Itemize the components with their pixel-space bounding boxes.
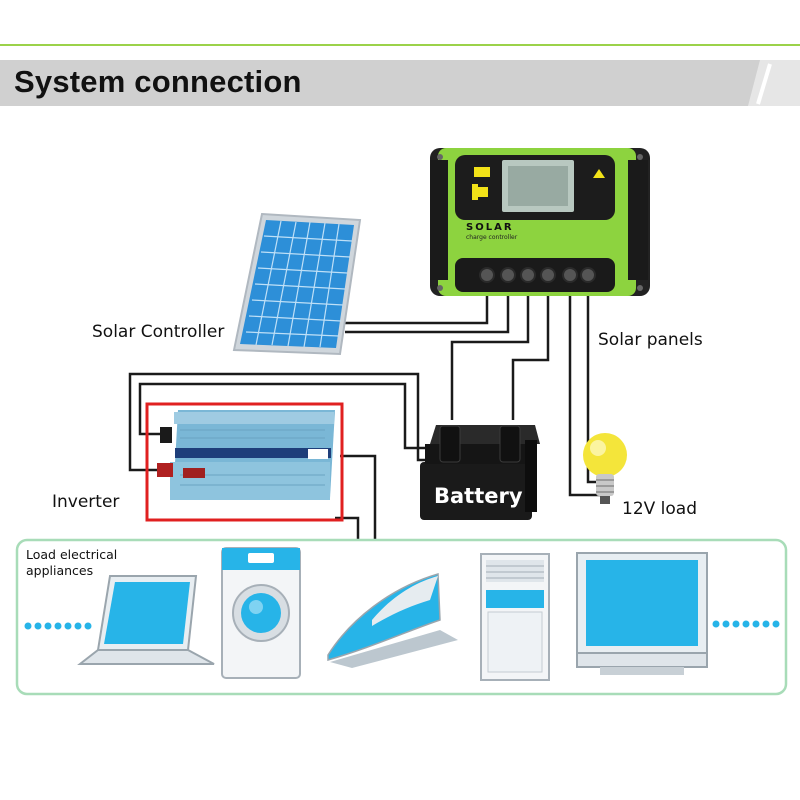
controller-brand: SOLAR [466, 222, 514, 233]
right-dotted-flow [712, 620, 780, 628]
inverter [145, 402, 344, 522]
air-conditioner-icon [480, 553, 550, 681]
iron-icon [327, 573, 458, 668]
controller-subtitle: charge controller [466, 234, 518, 241]
charge-controller [430, 148, 650, 296]
label-solar-panels: Solar panels [598, 330, 703, 350]
label-solar-controller: Solar Controller [92, 322, 225, 342]
laptop-icon [77, 575, 215, 665]
solar-panel [232, 212, 362, 356]
header-band [0, 60, 800, 106]
label-battery: Battery [434, 484, 523, 508]
left-dotted-flow [24, 622, 92, 630]
page-title: System connection [14, 64, 302, 99]
washing-machine-icon [221, 547, 301, 679]
top-divider-line [0, 44, 800, 46]
label-12v-load: 12V load [622, 499, 697, 519]
light-bulb-icon [583, 433, 627, 504]
battery [420, 425, 540, 520]
label-inverter: Inverter [52, 492, 120, 512]
monitor-icon [576, 552, 708, 675]
label-load-appliances: Load electrical appliances [26, 547, 118, 578]
